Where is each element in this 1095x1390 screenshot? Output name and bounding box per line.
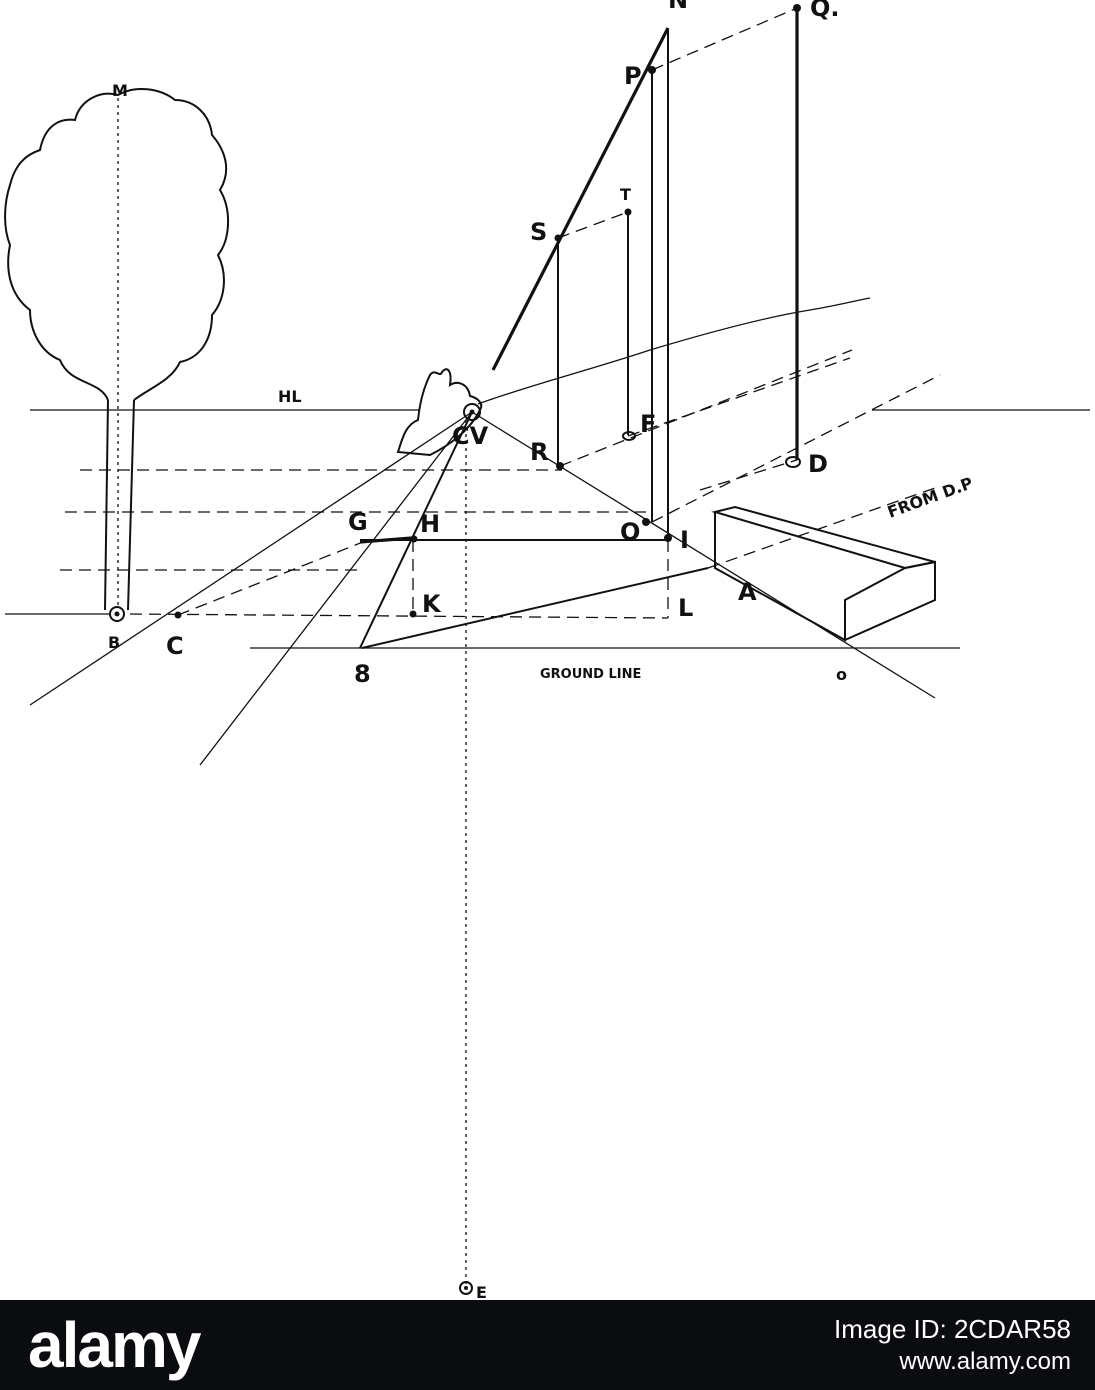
point-T xyxy=(624,208,632,216)
image-id: Image ID: 2CDAR58 xyxy=(834,1314,1071,1344)
label-CV: CV xyxy=(452,422,489,450)
point-K xyxy=(409,610,417,618)
label-D: D xyxy=(808,450,828,478)
stock-watermark-bar: alamy Image ID: 2CDAR58 www.alamy.com xyxy=(0,1300,1095,1390)
segment-G-H xyxy=(359,536,413,544)
point-S xyxy=(554,234,562,242)
point-D xyxy=(785,456,801,468)
label-G: G xyxy=(348,508,368,536)
point-B-dot xyxy=(114,611,120,617)
label-L: L xyxy=(678,594,693,622)
label-ground-line: GROUND LINE xyxy=(540,667,641,682)
label-T: T xyxy=(620,185,631,204)
point-CV xyxy=(463,403,481,421)
point-I xyxy=(664,534,672,542)
label-K: K xyxy=(422,590,442,618)
block-front xyxy=(714,512,906,642)
tree-trunk-right xyxy=(127,399,135,611)
label-Q: Q. xyxy=(810,0,840,22)
point-CV-dot xyxy=(469,409,475,415)
dash-D-diag xyxy=(699,459,798,491)
dash-S-T xyxy=(557,211,629,239)
label-8: 8 xyxy=(354,660,371,688)
label-HL: HL xyxy=(278,387,302,406)
perspective-diagram: M N Q. P T S HL CV F R D FROM D.P G H O … xyxy=(4,0,1090,1300)
cv-line-to-low-left-2 xyxy=(199,411,473,766)
tree-crown xyxy=(4,88,230,401)
cv-line-to-eight xyxy=(359,411,473,649)
point-R xyxy=(556,462,564,470)
point-P xyxy=(648,66,656,74)
dash-O-diag xyxy=(651,374,941,523)
dash-B-L xyxy=(129,613,669,619)
point-O-mid xyxy=(642,518,650,526)
cv-line-to-low-left xyxy=(29,411,473,706)
label-H: H xyxy=(420,510,440,538)
line-8-A xyxy=(361,567,709,649)
label-B: B xyxy=(108,633,120,652)
label-O-mid: O xyxy=(620,518,640,546)
cv-line-to-low-right xyxy=(471,411,936,699)
label-A: A xyxy=(738,578,757,606)
dash-F-diag xyxy=(627,357,851,437)
distant-hills xyxy=(477,297,871,405)
dash-from-DP xyxy=(707,487,936,569)
dash-C-G xyxy=(177,539,369,616)
label-I: I xyxy=(680,526,689,554)
tree-trunk-left xyxy=(104,399,109,611)
label-from-dp: FROM D.P xyxy=(885,473,976,522)
label-N: N xyxy=(668,0,688,14)
point-Q xyxy=(793,4,801,12)
point-E xyxy=(459,1281,473,1295)
point-F xyxy=(622,431,636,441)
receding-line-main xyxy=(491,27,670,371)
label-C: C xyxy=(166,632,184,660)
block-side xyxy=(844,560,936,641)
label-E: E xyxy=(476,1283,487,1300)
brand-logo: alamy xyxy=(28,1309,201,1381)
label-P: P xyxy=(624,62,642,90)
point-E-dot xyxy=(464,1286,468,1290)
label-F: F xyxy=(640,410,656,438)
label-R: R xyxy=(530,438,548,466)
point-H xyxy=(410,535,418,543)
site-url[interactable]: www.alamy.com xyxy=(899,1348,1071,1375)
label-O-low: o xyxy=(836,665,847,684)
label-M: M xyxy=(112,81,128,100)
point-B xyxy=(109,606,125,622)
label-S: S xyxy=(530,218,547,246)
point-C xyxy=(174,611,182,619)
dash-P-Q xyxy=(651,7,798,71)
